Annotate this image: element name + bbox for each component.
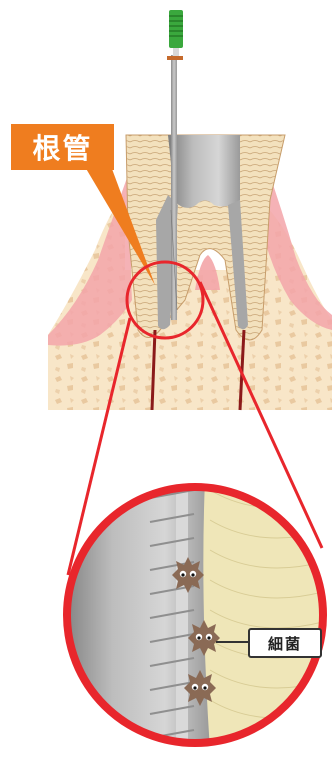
- bacteria-icon: [172, 557, 204, 593]
- bacteria-icon: [188, 620, 220, 656]
- magnified-view: [60, 480, 332, 750]
- pulp-chamber: [168, 135, 240, 208]
- file-stopper: [167, 56, 183, 60]
- bacteria-icon: [184, 670, 216, 706]
- tooth-cross-section: [48, 10, 332, 410]
- file-shaft: [171, 55, 177, 320]
- bacteria-label: 細菌: [248, 628, 322, 658]
- endodontic-file-icon: [169, 10, 183, 56]
- root-canal-label: 根管: [11, 124, 114, 170]
